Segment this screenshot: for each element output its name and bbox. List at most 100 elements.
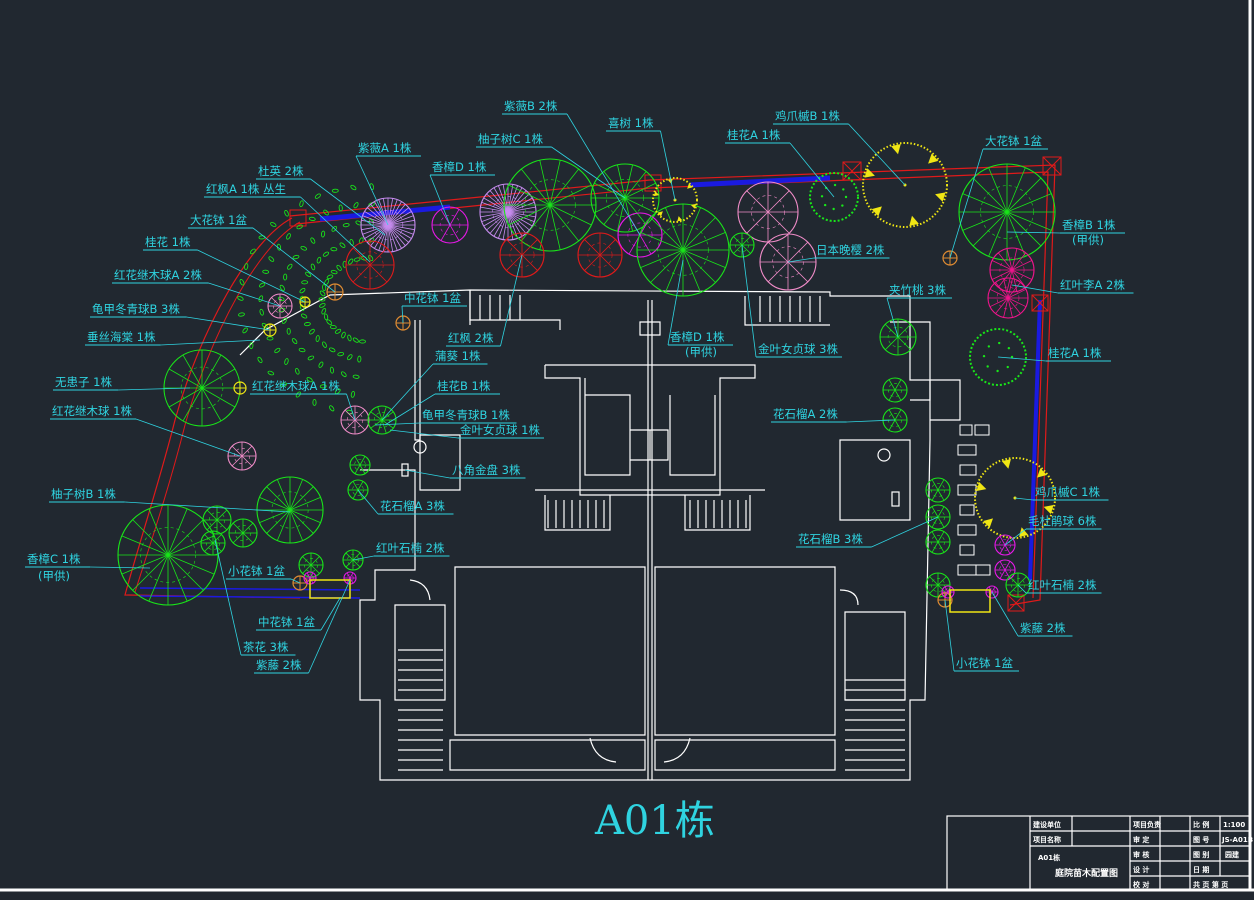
label-zt-right: 紫藤 2株 <box>1020 621 1066 635</box>
label-csht: 垂丝海棠 1株 <box>87 330 156 344</box>
shrub-jiazhutao <box>879 318 917 356</box>
leader-gh-a-right <box>997 356 1047 362</box>
leader-hhjm-a1 <box>346 393 356 421</box>
leader-gh <box>197 249 306 303</box>
tree-hongyeli-1 <box>989 247 1035 293</box>
leader-hf-a <box>300 196 371 263</box>
tree-ziwei-b <box>479 183 537 241</box>
tree-xiangzhang-b <box>958 163 1056 261</box>
shrub-chahua-1 <box>202 505 232 535</box>
label-jzt: 夹竹桃 3株 <box>889 283 946 297</box>
tb-building: A01栋 <box>1038 853 1060 862</box>
label-hsl-a3: 花石榴A 3株 <box>380 499 445 513</box>
label-zt-left: 紫藤 2株 <box>256 658 302 672</box>
leader-hsl-b3 <box>871 516 939 548</box>
tree-riben-wanying-1 <box>737 181 799 243</box>
tree-youzishu-c2 <box>590 163 660 233</box>
label-hysn-right: 红叶石楠 2株 <box>1028 578 1097 592</box>
tree-riben-wanying-2 <box>759 233 817 291</box>
label-ch: 茶花 3株 <box>243 640 289 654</box>
leader-jzq-c <box>1014 497 1034 501</box>
label-zw-b: 紫薇B 2株 <box>504 99 558 113</box>
leader-yzs-b <box>124 501 291 513</box>
leader-whz <box>117 387 191 391</box>
tb-row-5: 校 对 <box>1133 880 1149 889</box>
tb-row-4: 设 计 <box>1133 865 1149 874</box>
leader-xs <box>660 130 676 201</box>
leader-zw-b <box>566 113 641 236</box>
label-xz-b: 香樟B 1株 <box>1062 218 1116 232</box>
label-hf2: 红枫 2株 <box>448 331 494 345</box>
tree-youzishu-c <box>503 158 597 252</box>
shrub-hongjimu <box>227 441 257 471</box>
shrub-hongye-shinan-right <box>1005 572 1031 598</box>
leader-gh-b <box>384 393 436 426</box>
label-dhb-left: 大花钵 1盆 <box>190 213 247 227</box>
label-mddq: 毛杜鹃球 6株 <box>1028 514 1097 528</box>
leader-jynz-1 <box>389 429 459 439</box>
label-gh-a-right: 桂花A 1株 <box>1048 346 1102 360</box>
label-xz-b-sub: (甲供) <box>1072 233 1104 247</box>
label-xhb-left: 小花钵 1盆 <box>228 564 285 578</box>
tree-xiangzhang-d-mid <box>636 203 730 297</box>
label-jynz-3: 金叶女贞球 3株 <box>758 342 838 356</box>
shrub-huashiliu-b-1 <box>925 477 951 503</box>
tree-xishu <box>652 177 698 223</box>
label-hysn-left: 红叶石楠 2株 <box>376 541 445 555</box>
leader-hhjm <box>135 418 241 457</box>
leader-dhb-right <box>949 148 984 259</box>
leader-zt-right <box>991 591 1019 637</box>
tree-hongfeng-a <box>345 240 395 290</box>
tb-number-value: JS-A01B <box>1221 836 1253 844</box>
label-gh: 桂花 1株 <box>145 235 191 249</box>
leader-gjdq-b1 <box>374 422 421 426</box>
label-hsl-a2: 花石榴A 2株 <box>773 407 838 421</box>
tree-hongfeng-2 <box>577 232 623 278</box>
leader-zhb-mid <box>401 305 404 324</box>
leader-gjdq-b3 <box>186 316 271 331</box>
building-title: A01栋 <box>594 798 715 844</box>
label-whz: 无患子 1株 <box>55 375 112 389</box>
leader-zw-a <box>355 155 389 226</box>
site-boundary <box>124 156 1062 612</box>
planter-right <box>949 589 991 613</box>
label-gjdq-b3: 龟甲冬青球B 3株 <box>92 302 180 316</box>
label-xz-d-mid-sub: (甲供) <box>685 345 717 359</box>
label-dy: 杜英 2株 <box>258 164 304 178</box>
leader-mddq <box>1004 528 1027 546</box>
label-jynz-1: 金叶女贞球 1株 <box>460 423 540 437</box>
label-gjdq-b1: 龟甲冬青球B 1株 <box>422 408 510 422</box>
leader-bjjp <box>404 469 451 479</box>
shrub-huashiliu-a-1 <box>882 377 908 403</box>
label-xhb-right: 小花钵 1盆 <box>956 656 1013 670</box>
leader-xhb-left <box>290 578 301 584</box>
tree-hongfeng-1 <box>499 232 545 278</box>
leader-xz-c <box>89 566 151 569</box>
tree-youzishu-b <box>256 476 324 544</box>
shrub-hongjimu-a-left <box>233 381 247 395</box>
leader-hsl-a3 <box>357 489 379 515</box>
shrub-maodujuan-2 <box>994 559 1016 581</box>
leader-xz-b <box>1006 231 1061 234</box>
label-xz-d-mid: 香樟D 1株 <box>670 330 725 344</box>
leader-jynz-3 <box>741 244 757 358</box>
label-zhb-bottom: 中花钵 1盆 <box>258 615 315 629</box>
tb-project-label: 项目名称 <box>1033 835 1061 844</box>
tb-date-label: 日 期 <box>1193 865 1209 874</box>
shrub-left-extra <box>298 552 324 578</box>
leader-hyl-a <box>1011 284 1059 294</box>
tree-jizhuaqi-c <box>974 457 1056 539</box>
tree-guihua-a-top <box>809 172 859 222</box>
shrub-huashiliu-b-2 <box>925 504 951 530</box>
tree-wuhuanzi <box>163 349 241 427</box>
leader-zt-left <box>308 579 351 674</box>
stepping-stones <box>957 424 991 576</box>
leader-gh-a-top <box>789 142 835 198</box>
label-yzs-b: 柚子树B 1株 <box>51 487 116 501</box>
label-rbwy: 日本晚樱 2株 <box>816 243 885 257</box>
tb-number-label: 图 号 <box>1193 835 1209 844</box>
leader-hf2 <box>500 254 523 347</box>
leader-jzt <box>886 297 899 338</box>
